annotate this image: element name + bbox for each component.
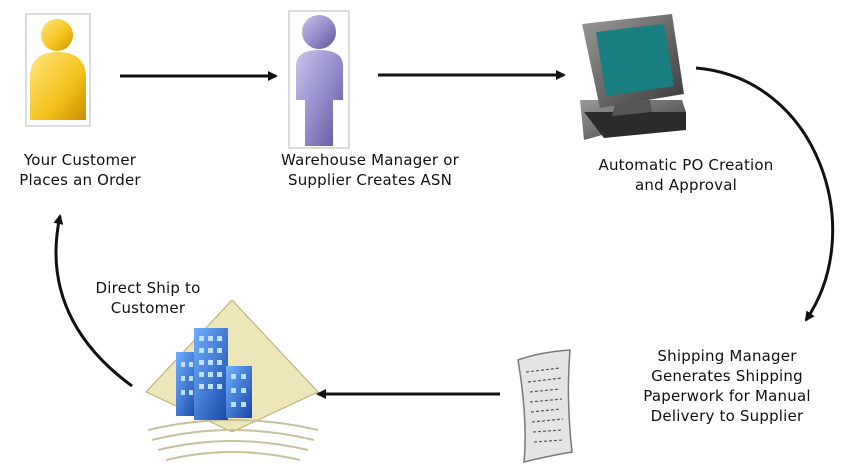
label-shipping: Shipping Manager Generates Shipping Pape… [643,347,811,425]
label-po: Automatic PO Creation and Approval [598,156,774,194]
paper-document-icon [517,349,573,463]
computer-icon [580,14,686,140]
label-direct-ship: Direct Ship to Customer [95,279,201,317]
label-customer: Your Customer Places an Order [19,151,141,189]
person-icon-yellow [25,13,91,127]
arrow-po-to-shipping [695,66,835,322]
label-warehouse: Warehouse Manager or Supplier Creates AS… [281,151,459,189]
person-icon-purple [288,10,350,149]
building-icon [145,299,319,461]
arrow-building-to-customer [53,214,133,388]
